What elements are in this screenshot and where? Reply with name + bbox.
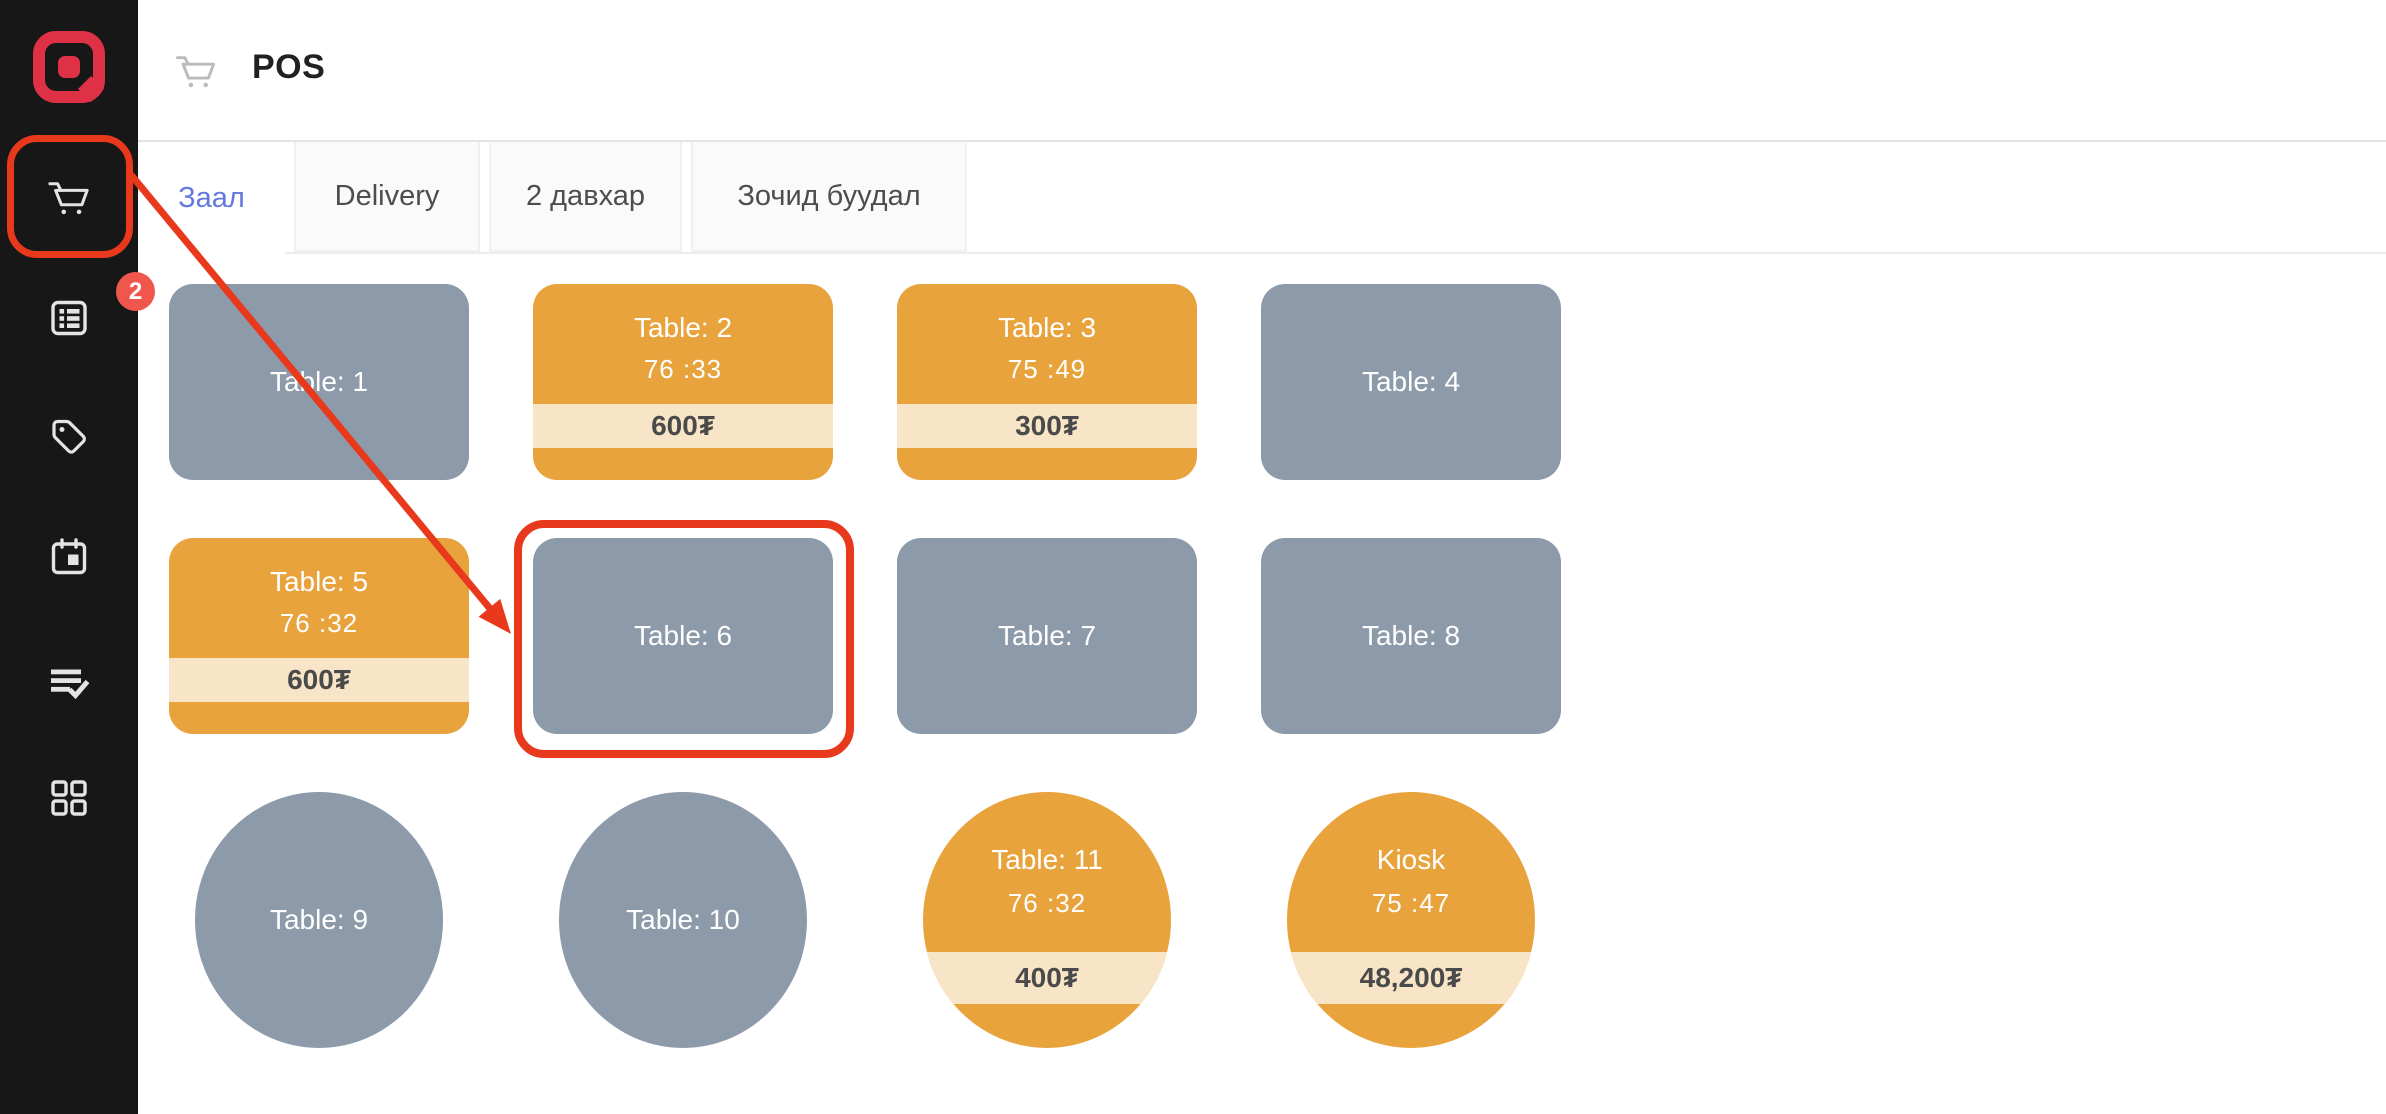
grid-icon [51, 780, 87, 816]
table-timer: 76 :32 [1007, 888, 1087, 918]
table-card-1[interactable]: Table: 1 [169, 284, 469, 480]
floor-tabs: Заал Delivery 2 давхар Зочид буудал [138, 142, 2386, 254]
order-list-icon [51, 300, 87, 336]
table-name: Table: 6 [633, 620, 733, 651]
table-card-4[interactable]: Table: 4 [1261, 284, 1561, 480]
page-title: POS [252, 48, 326, 86]
sidebar-item-tasks[interactable] [47, 659, 91, 703]
table-amount: 48,200₮ [1287, 952, 1535, 1004]
table-timer: 75 :47 [1371, 888, 1451, 918]
table-name: Kiosk [1376, 844, 1446, 875]
header-cart-icon [176, 56, 216, 88]
table-card-2[interactable]: Table: 2 76 :33 600₮ [533, 284, 833, 480]
tab-delivery[interactable]: Delivery [294, 142, 480, 252]
table-name: Table: 2 [633, 312, 733, 343]
table-row-3: Table: 9 Table: 10 Table: 11 76 :32 400₮… [195, 792, 1535, 1048]
header-divider [138, 140, 2386, 142]
table-timer: 76 :33 [643, 354, 723, 384]
calendar-icon [51, 538, 87, 575]
cart-icon [48, 182, 89, 215]
table-card-kiosk[interactable]: Kiosk 75 :47 48,200₮ [1287, 792, 1535, 1048]
cart-count-badge: 2 [116, 272, 155, 311]
tab-2-davkhar[interactable]: 2 давхар [489, 142, 682, 252]
tab-zochid-buudal[interactable]: Зочид буудал [691, 142, 967, 252]
table-amount: 400₮ [923, 952, 1171, 1004]
checklist-icon [51, 669, 90, 700]
table-name: Table: 8 [1361, 620, 1461, 651]
app-logo[interactable] [32, 30, 106, 104]
sidebar-item-calendar[interactable] [47, 535, 91, 579]
table-card-11[interactable]: Table: 11 76 :32 400₮ [923, 792, 1171, 1048]
table-amount: 600₮ [533, 404, 833, 448]
table-row-1: Table: 1 Table: 2 76 :33 600₮ Table: 3 7… [169, 284, 1561, 480]
table-name: Table: 11 [991, 844, 1103, 875]
sidebar-item-products[interactable] [47, 415, 91, 459]
sidebar-item-orders[interactable] [47, 296, 91, 340]
table-name: Table: 5 [269, 566, 369, 597]
tab-zaal[interactable]: Заал [138, 142, 285, 254]
tag-icon [52, 419, 86, 454]
sidebar-item-apps[interactable] [47, 776, 91, 820]
table-card-3[interactable]: Table: 3 75 :49 300₮ [897, 284, 1197, 480]
table-name: Table: 4 [1361, 366, 1461, 397]
sidebar [0, 0, 138, 1114]
table-name: Table: 9 [269, 904, 369, 935]
table-amount: 300₮ [897, 404, 1197, 448]
table-timer: 75 :49 [1007, 354, 1087, 384]
app-logo-icon [33, 31, 105, 103]
table-card-5[interactable]: Table: 5 76 :32 600₮ [169, 538, 469, 734]
table-name: Table: 10 [626, 904, 740, 935]
table-card-6[interactable]: Table: 6 [533, 538, 833, 734]
table-card-9[interactable]: Table: 9 [195, 792, 443, 1048]
table-card-8[interactable]: Table: 8 [1261, 538, 1561, 734]
sidebar-item-pos[interactable] [47, 177, 91, 221]
table-row-2: Table: 5 76 :32 600₮ Table: 6 Table: 7 T… [169, 538, 1561, 734]
table-name: Table: 1 [269, 366, 369, 397]
table-name: Table: 3 [997, 312, 1097, 343]
table-card-7[interactable]: Table: 7 [897, 538, 1197, 734]
table-timer: 76 :32 [279, 608, 359, 638]
table-amount: 600₮ [169, 658, 469, 702]
table-card-10[interactable]: Table: 10 [559, 792, 807, 1048]
table-name: Table: 7 [997, 620, 1097, 651]
